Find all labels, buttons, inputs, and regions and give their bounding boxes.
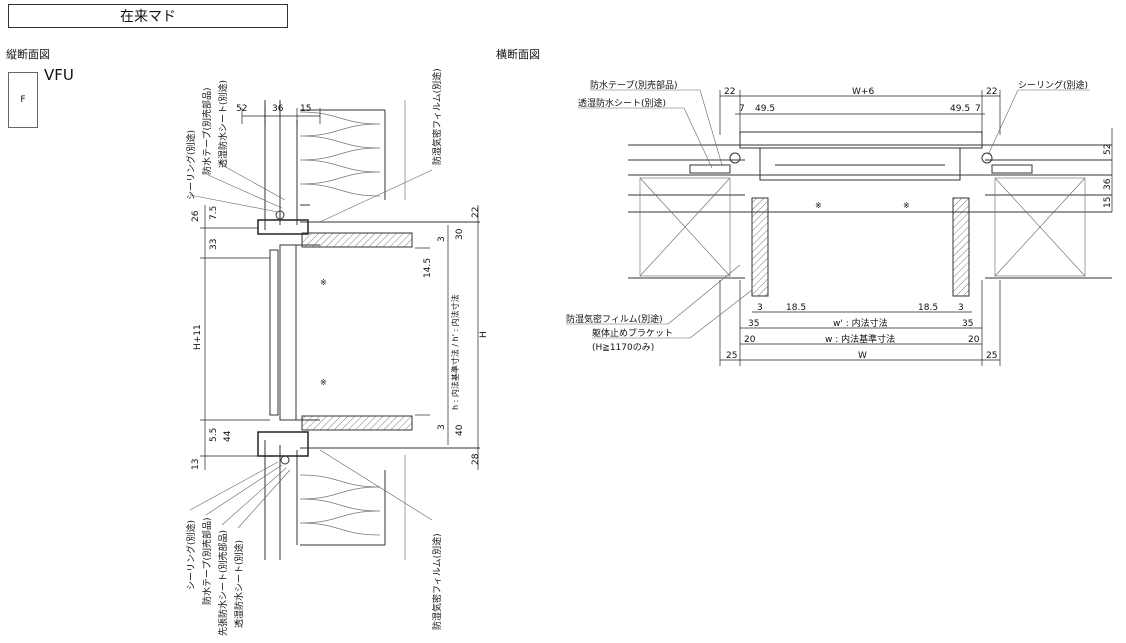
h-dim-22-right: 22 xyxy=(986,87,997,97)
horizontal-section-heading: 横断面図 xyxy=(496,48,540,61)
mark-right: ※ xyxy=(903,201,910,210)
h-dim-7-left: 7 xyxy=(739,104,745,114)
vertical-section: 52 36 15 26 7.5 33 H+11 5.5 44 13 22 30 … xyxy=(185,68,489,636)
h-dim-W: W xyxy=(858,351,867,361)
label-vapor-film-top: 防湿気密フィルム(別途) xyxy=(431,68,443,165)
dim-7-5: 7.5 xyxy=(209,206,219,220)
h-dim-18-5-left: 18.5 xyxy=(786,303,806,313)
label-breathable-sheet-top: 透湿防水シート(別途) xyxy=(217,80,229,168)
dim-44: 44 xyxy=(223,430,233,442)
h-dim-18-5-right: 18.5 xyxy=(918,303,938,313)
dim-inner-height: h : 内法基準寸法 / h' : 内法寸法 xyxy=(450,294,460,410)
label-pre-waterproof-sheet: 先張防水シート(別売部品) xyxy=(217,530,229,636)
label-vapor-film-bottom: 防湿気密フィルム(別途) xyxy=(431,533,443,630)
dim-52: 52 xyxy=(236,104,247,114)
dim-13: 13 xyxy=(191,459,201,470)
dim-5-5: 5.5 xyxy=(209,428,219,442)
dim-30: 30 xyxy=(455,228,465,240)
h-dim-36: 36 xyxy=(1103,178,1113,190)
h-label-bracket: 躯体止めブラケット xyxy=(592,327,673,339)
h-dim-w-plus-6: W+6 xyxy=(852,87,874,97)
label-waterproof-tape-bottom: 防水テープ(別売部品) xyxy=(201,518,213,605)
h-dim-20-left: 20 xyxy=(744,335,756,345)
dim-3-bottom: 3 xyxy=(437,424,447,430)
mark-top: ※ xyxy=(320,278,327,287)
h-label-bracket-note: (H≧1170のみ) xyxy=(592,342,654,353)
h-dim-w: w : 内法基準寸法 xyxy=(825,333,895,345)
mark-bottom: ※ xyxy=(320,378,327,387)
label-breathable-sheet-bottom: 透湿防水シート(別途) xyxy=(233,540,245,628)
h-dim-w-prime: w' : 内法寸法 xyxy=(833,317,888,329)
dim-28: 28 xyxy=(471,453,481,465)
dim-22: 22 xyxy=(471,207,481,218)
label-sealing-bottom: シーリング(別途) xyxy=(185,520,197,590)
h-dim-25-left: 25 xyxy=(726,351,737,361)
h-dim-35-right: 35 xyxy=(962,319,973,329)
h-dim-7-right: 7 xyxy=(975,104,981,114)
h-dim-15: 15 xyxy=(1103,197,1113,208)
h-label-breathable-sheet: 透湿防水シート(別途) xyxy=(578,97,666,109)
dim-15: 15 xyxy=(300,104,311,114)
h-dim-52: 52 xyxy=(1103,144,1113,155)
dim-h: H xyxy=(479,331,489,338)
h-label-vapor-film: 防湿気密フィルム(別途) xyxy=(566,313,663,325)
dim-36: 36 xyxy=(272,104,284,114)
label-waterproof-tape-top: 防水テープ(別売部品) xyxy=(201,88,213,175)
dim-33: 33 xyxy=(209,239,219,250)
dim-14-5: 14.5 xyxy=(423,258,433,278)
page-title: 在来マド xyxy=(8,4,288,28)
h-label-sealing: シーリング(別途) xyxy=(1018,79,1088,91)
dim-3-top: 3 xyxy=(437,236,447,242)
h-dim-3-right: 3 xyxy=(958,303,964,313)
h-dim-49-5-right: 49.5 xyxy=(950,104,970,114)
h-dim-20-right: 20 xyxy=(968,335,980,345)
horizontal-section: ※ ※ 22 W+6 22 7 49.5 49.5 7 52 36 15 3 1… xyxy=(566,79,1113,366)
h-dim-25-right: 25 xyxy=(986,351,997,361)
h-dim-3-left: 3 xyxy=(757,303,763,313)
h-label-waterproof-tape: 防水テープ(別売部品) xyxy=(590,79,677,91)
dim-h-plus-11: H+11 xyxy=(193,324,203,350)
h-dim-22-left: 22 xyxy=(724,87,735,97)
h-dim-35-left: 35 xyxy=(748,319,759,329)
dim-40: 40 xyxy=(455,424,465,436)
label-sealing-top: シーリング(別途) xyxy=(185,130,197,200)
fixed-panel-symbol: F xyxy=(8,72,38,128)
series-name: VFU xyxy=(44,66,74,84)
vertical-section-heading: 縦断面図 xyxy=(6,48,50,61)
h-dim-49-5-left: 49.5 xyxy=(755,104,775,114)
mark-left: ※ xyxy=(815,201,822,210)
dim-26: 26 xyxy=(191,210,201,222)
